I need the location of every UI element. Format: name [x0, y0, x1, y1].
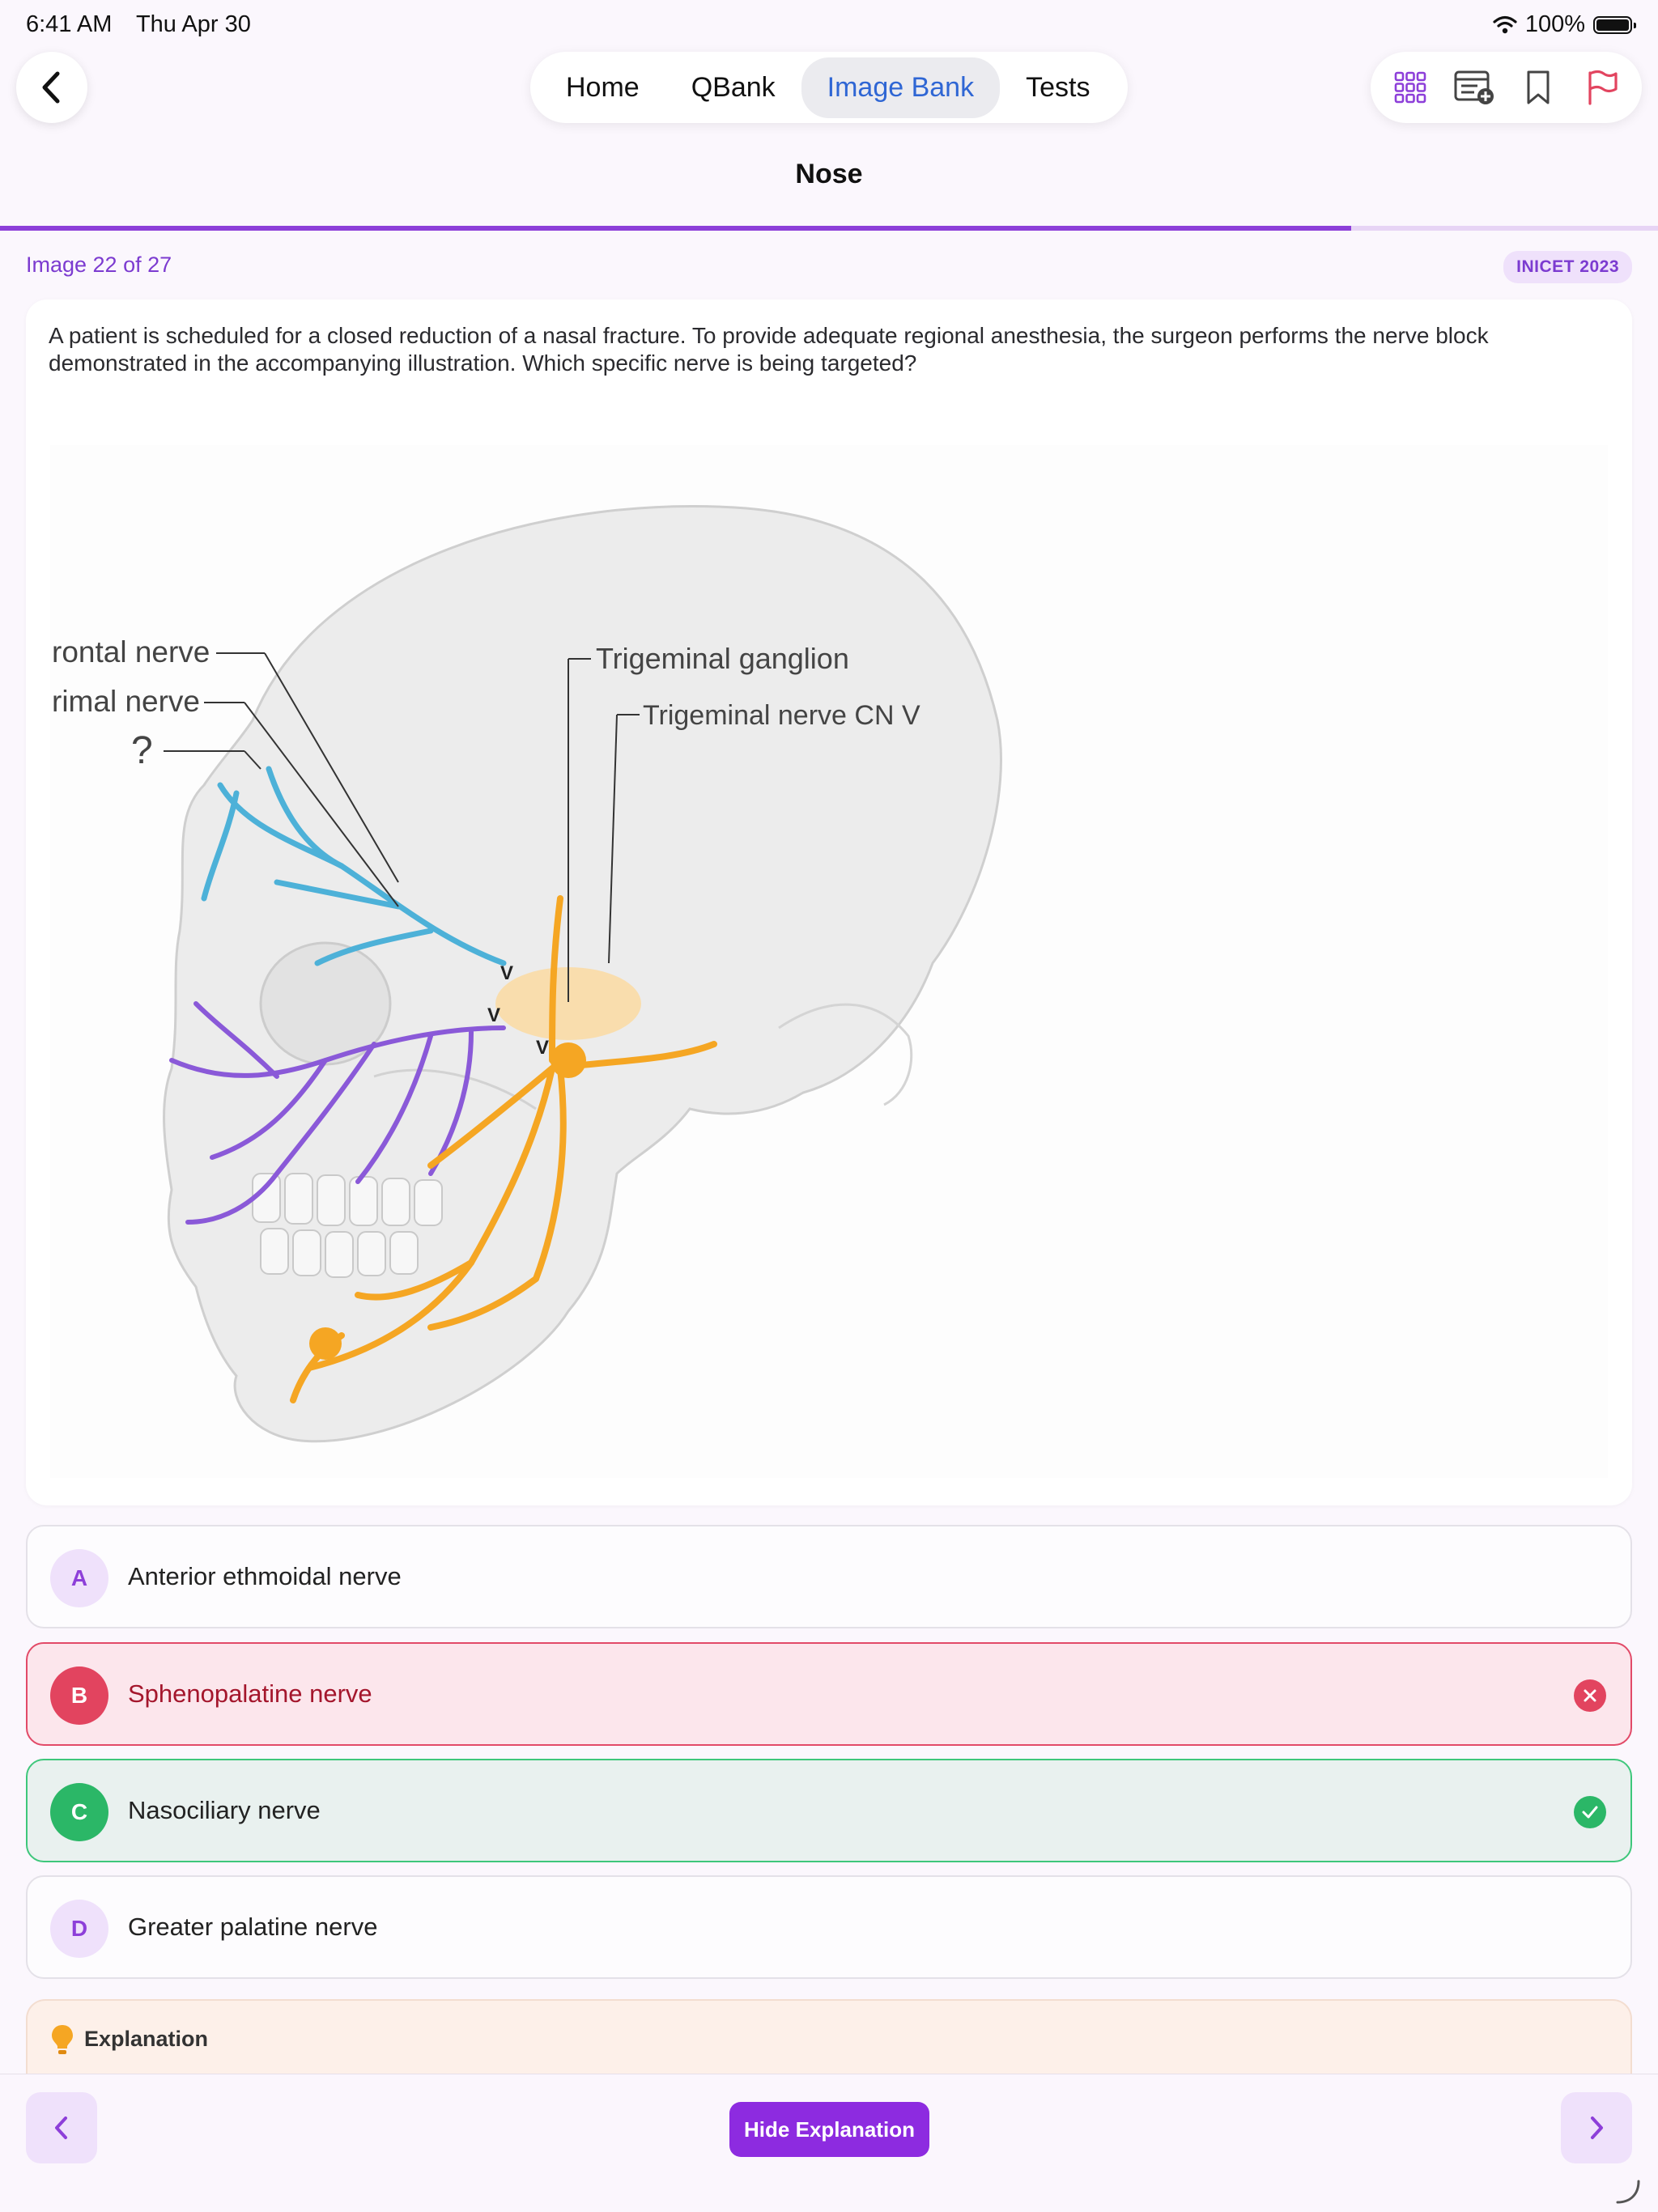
trigeminal-nerve-label: Trigeminal nerve CN V [643, 700, 920, 731]
page-title: Nose [795, 159, 863, 189]
explanation-title: Explanation [84, 2027, 209, 2051]
tab-image-bank[interactable]: Image Bank [801, 57, 1001, 118]
tab-qbank[interactable]: QBank [691, 71, 776, 103]
option-label: Greater palatine nerve [128, 1913, 378, 1941]
option-label: Anterior ethmoidal nerve [128, 1562, 402, 1590]
option-letter: C [50, 1783, 108, 1841]
unknown-nerve-label: ? [131, 729, 153, 772]
chevron-left-icon [42, 71, 60, 104]
resize-handle-icon[interactable] [1614, 2178, 1642, 2206]
grid-button[interactable] [1386, 63, 1435, 112]
option-letter: D [50, 1900, 108, 1958]
option-a[interactable]: A Anterior ethmoidal nerve [26, 1525, 1632, 1628]
option-c[interactable]: C Nasociliary nerve [26, 1759, 1632, 1862]
battery-icon [1593, 15, 1636, 34]
question-text: A patient is scheduled for a closed redu… [49, 323, 1489, 376]
back-button[interactable] [16, 52, 87, 123]
lightbulb-icon [52, 2025, 73, 2054]
image-counter: Image 22 of 27 [26, 253, 172, 277]
option-label: Nasociliary nerve [128, 1796, 321, 1824]
lacrimal-nerve-label: rimal nerve [52, 685, 200, 718]
bookmark-icon [1527, 70, 1550, 104]
tab-tests[interactable]: Tests [1026, 71, 1090, 103]
v1-label: V [500, 962, 513, 984]
next-button[interactable] [1561, 2092, 1632, 2163]
hide-explanation-button[interactable]: Hide Explanation [729, 2102, 929, 2157]
flag-button[interactable] [1578, 63, 1626, 112]
previous-button[interactable] [26, 2092, 97, 2163]
battery-percent: 100% [1524, 11, 1585, 37]
bookmark-button[interactable] [1514, 63, 1562, 112]
option-letter: B [50, 1666, 108, 1725]
exam-tag-badge: INICET 2023 [1503, 251, 1632, 283]
wrong-answer-icon [1574, 1679, 1606, 1712]
option-d[interactable]: D Greater palatine nerve [26, 1875, 1632, 1979]
progress-bar [0, 226, 1658, 231]
v2-label: V [487, 1004, 500, 1026]
correct-answer-icon [1574, 1796, 1606, 1828]
bottom-bar: Hide Explanation [0, 2074, 1658, 2212]
main-nav: Home QBank Image Bank Tests [530, 52, 1128, 123]
toolbar [1371, 52, 1642, 123]
frontal-nerve-label: rontal nerve [52, 635, 210, 669]
trigeminal-ganglion-label: Trigeminal ganglion [596, 642, 849, 675]
status-date: Thu Apr 30 [135, 11, 251, 37]
anatomy-illustration: V V V rontal nerve rimal nerve ? Trigemi… [50, 445, 1608, 1478]
option-label: Sphenopalatine nerve [128, 1679, 372, 1708]
flag-icon [1588, 70, 1618, 105]
option-letter: A [50, 1549, 108, 1607]
add-note-icon [1454, 70, 1494, 104]
v3-label: V [536, 1037, 549, 1059]
chevron-left-icon [55, 2116, 67, 2139]
question-card: A patient is scheduled for a closed redu… [26, 299, 1632, 1505]
status-time: 6:41 AM [26, 11, 113, 37]
progress-fill [0, 226, 1352, 231]
status-bar: 6:41 AM Thu Apr 30 100% [0, 0, 1658, 52]
grid-icon [1395, 71, 1426, 104]
chevron-right-icon [1591, 2116, 1603, 2139]
tab-home[interactable]: Home [566, 71, 640, 103]
wifi-icon [1493, 15, 1517, 33]
add-note-button[interactable] [1450, 63, 1499, 112]
option-b[interactable]: B Sphenopalatine nerve [26, 1642, 1632, 1746]
